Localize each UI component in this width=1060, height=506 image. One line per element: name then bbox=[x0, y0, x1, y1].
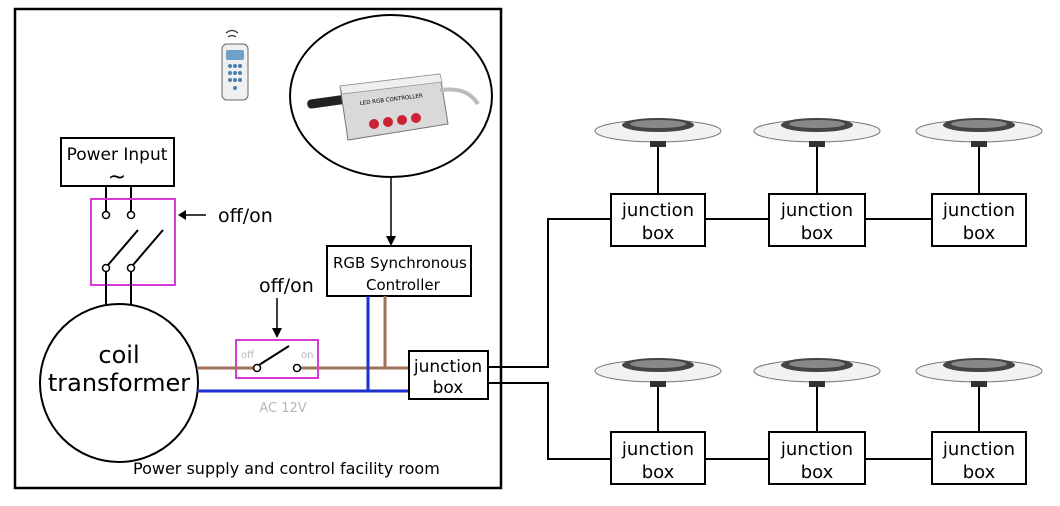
lower-branch-wire bbox=[488, 382, 611, 460]
main-switch-label: off/on bbox=[218, 205, 273, 227]
junction-box-upper-3: junction box bbox=[931, 193, 1027, 247]
junction-box-label-line2: box bbox=[963, 223, 996, 244]
junction-box-label-line2: box bbox=[801, 462, 834, 483]
junction-box-lower-1: junction box bbox=[610, 431, 706, 485]
pool-light-lower-2 bbox=[753, 358, 881, 432]
controller-button-4 bbox=[411, 113, 421, 123]
facility-room-border bbox=[13, 7, 503, 490]
ac-voltage-label: AC 12V bbox=[259, 401, 306, 416]
junction-box-label-line1: junction bbox=[780, 200, 853, 221]
main-junction-label-line2: box bbox=[433, 378, 464, 398]
junction-box-label-line1: junction bbox=[780, 439, 853, 460]
rgb-controller-device: LED RGB CONTROLLER bbox=[307, 73, 480, 141]
junction-box-label-line2: box bbox=[963, 462, 996, 483]
rgb-controller-line2: Controller bbox=[366, 276, 441, 294]
junction-box-lower-2: junction box bbox=[768, 431, 866, 485]
ac-tilde-symbol: ~ bbox=[108, 165, 126, 190]
junction-box-lower-3: junction box bbox=[931, 431, 1027, 485]
secondary-switch-box bbox=[235, 339, 319, 379]
junction-box-label-line2: box bbox=[801, 223, 834, 244]
main-switch-symbol bbox=[101, 210, 164, 273]
junction-box-upper-1: junction box bbox=[610, 193, 706, 247]
controller-button-1 bbox=[369, 119, 379, 129]
facility-room-caption: Power supply and control facility room bbox=[133, 459, 440, 478]
main-junction-box bbox=[408, 350, 489, 400]
secondary-switch-symbol bbox=[236, 345, 318, 373]
secondary-switch-label: off/on bbox=[259, 275, 314, 297]
main-switch-arrowhead bbox=[178, 210, 186, 220]
power-input-label: Power Input bbox=[67, 145, 168, 165]
junction-box-label-line1: junction bbox=[621, 439, 694, 460]
pool-light-lower-3 bbox=[915, 358, 1043, 432]
junction-box-label-line2: box bbox=[642, 462, 675, 483]
controller-button-3 bbox=[397, 115, 407, 125]
remote-control-icon bbox=[221, 29, 249, 101]
coil-transformer bbox=[39, 303, 199, 463]
transformer-label: transformer bbox=[48, 369, 190, 397]
power-input-box bbox=[60, 137, 175, 187]
switch-off-label: off bbox=[241, 350, 255, 361]
junction-box-label-line1: junction bbox=[942, 200, 1015, 221]
secondary-switch-arrowhead bbox=[272, 328, 282, 338]
junction-box-label-line1: junction bbox=[942, 439, 1015, 460]
main-junction-label-line1: junction bbox=[413, 357, 482, 377]
rgb-controller-line1: RGB Synchronous bbox=[333, 254, 467, 272]
main-switch-box bbox=[90, 198, 176, 286]
pool-light-upper-1 bbox=[594, 118, 722, 194]
pool-light-upper-2 bbox=[753, 118, 881, 194]
junction-box-label-line2: box bbox=[642, 223, 675, 244]
pool-light-upper-3 bbox=[915, 118, 1043, 194]
junction-box-label-line1: junction bbox=[621, 200, 694, 221]
junction-box-upper-2: junction box bbox=[768, 193, 866, 247]
switch-on-label: on bbox=[301, 350, 313, 361]
pool-light-lower-1 bbox=[594, 358, 722, 432]
rgb-controller-box bbox=[326, 245, 472, 297]
upper-branch-wire bbox=[488, 218, 611, 368]
controller-arrowhead bbox=[386, 236, 396, 246]
coil-label: coil bbox=[98, 341, 139, 369]
controller-button-2 bbox=[383, 117, 393, 127]
